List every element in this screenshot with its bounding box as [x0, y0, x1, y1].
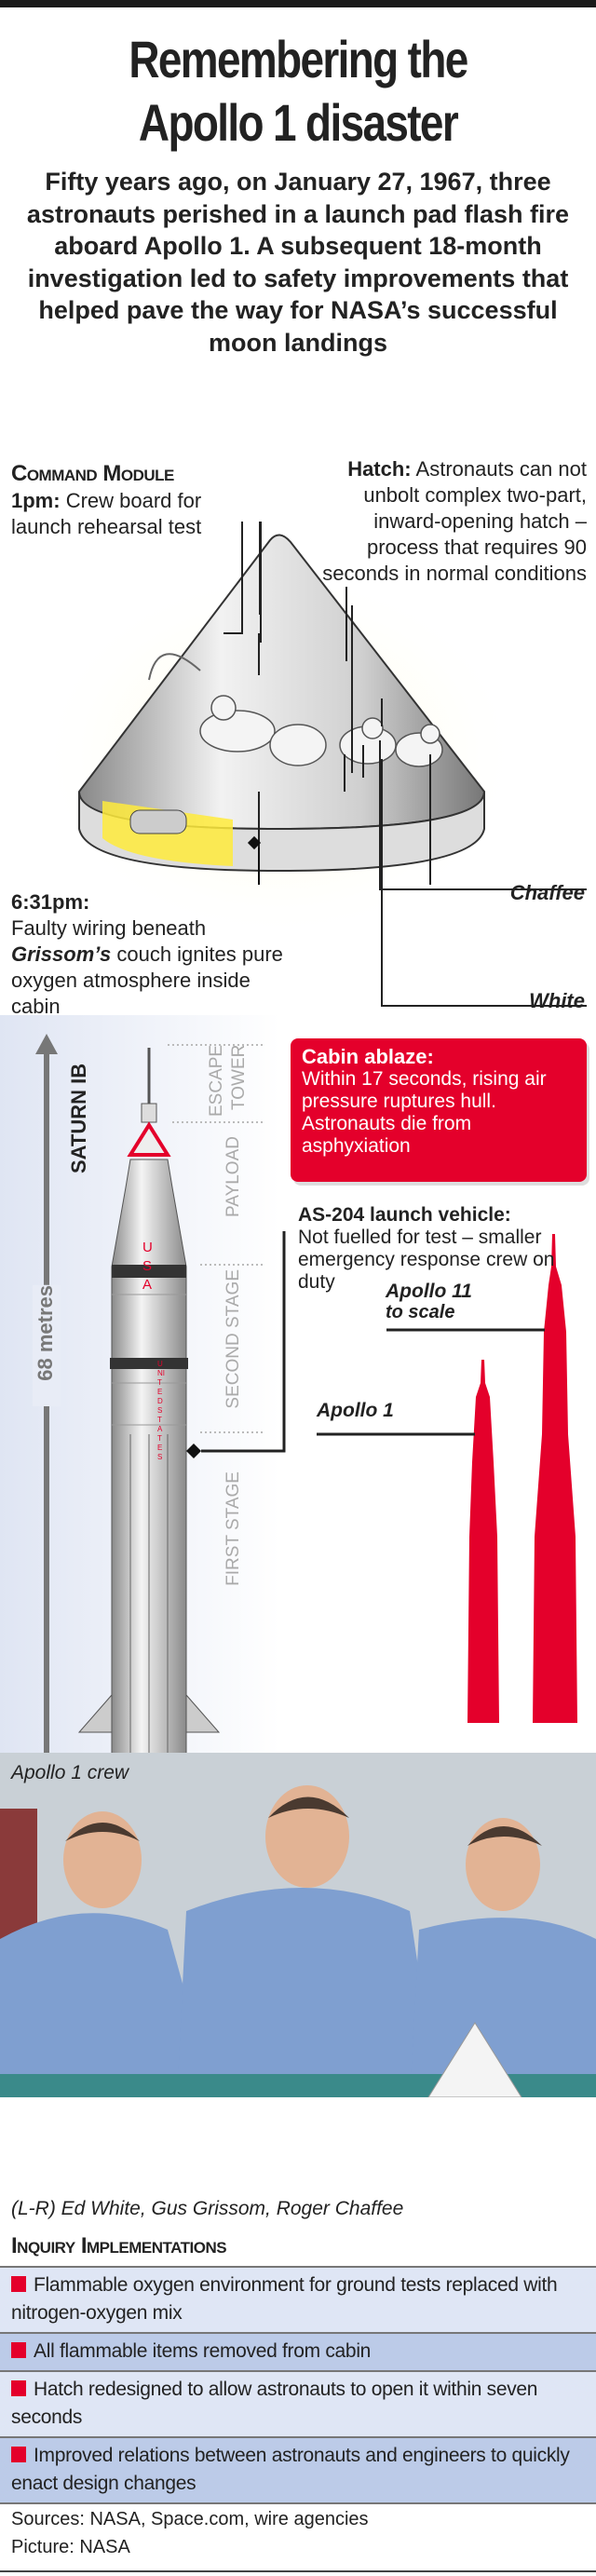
command-module-heading: Command Module	[11, 461, 174, 486]
white-label: White	[529, 989, 585, 1012]
title-line-2: Apollo 1 disaster	[138, 93, 459, 152]
apollo-1-silhouette	[467, 1360, 499, 1723]
apollo-1-label: Apollo 1	[317, 1400, 394, 1421]
usa-marking: USA	[142, 1240, 153, 1293]
list-item: All flammable items removed from cabin	[0, 2332, 596, 2370]
grissom-name: Grissom’s	[11, 942, 112, 966]
note-text: couch ignites pure oxygen atmosphere ins…	[11, 942, 283, 1018]
united-states-marking: UNITED STATES	[157, 1360, 165, 1461]
subtitle: Fifty years ago, on January 27, 1967, th…	[26, 168, 570, 357]
title-line-1: Remembering the	[129, 30, 468, 88]
ablaze-heading: Cabin ablaze:	[302, 1045, 434, 1068]
saturn-ib-illustration	[0, 1015, 577, 1760]
sources-text: Sources: NASA, Space.com, wire agencies	[11, 2509, 369, 2529]
hatch-text: Astronauts can not unbolt complex two-pa…	[322, 457, 587, 585]
time-label: 1pm:	[11, 489, 61, 512]
note-text: Crew board for launch rehearsal test	[11, 489, 202, 538]
photo-label: Apollo 1 crew	[11, 1762, 129, 1783]
note-text: Faulty wiring beneath	[11, 916, 207, 940]
to-scale-note: to scale	[386, 1302, 455, 1322]
ablaze-text: Within 17 seconds, rising air pressure r…	[302, 1068, 547, 1157]
bullet-icon	[11, 2276, 26, 2292]
inquiry-list: Flammable oxygen environment for ground …	[0, 2266, 596, 2504]
bullet-icon	[11, 2447, 26, 2462]
list-item: Hatch redesigned to allow astronauts to …	[0, 2370, 596, 2436]
hatch-label: Hatch:	[347, 457, 412, 481]
item-text: All flammable items removed from cabin	[34, 2340, 372, 2362]
bullet-icon	[11, 2380, 26, 2396]
item-text: Hatch redesigned to allow astronauts to …	[11, 2379, 538, 2428]
apollo-11-name: Apollo 11	[386, 1281, 472, 1302]
divider	[0, 2502, 596, 2504]
item-text: Improved relations between astronauts an…	[11, 2445, 570, 2494]
rocket-height: 68 metres	[34, 1285, 58, 1381]
crew-photo	[0, 1753, 596, 2097]
bottom-rule	[0, 2570, 596, 2572]
section-escape-tower: ESCAPE TOWER	[195, 1045, 251, 1119]
as204-text: Not fuelled for test – smaller emergency…	[298, 1227, 555, 1293]
inquiry-heading: Inquiry Implementations	[11, 2233, 227, 2258]
chaffee-label: Chaffee	[509, 881, 585, 904]
as204-heading: AS-204 launch vehicle:	[298, 1204, 511, 1226]
list-item: Improved relations between astronauts an…	[0, 2436, 596, 2502]
bullet-icon	[11, 2342, 26, 2358]
hatch-note: Hatch: Astronauts can not unbolt complex…	[317, 456, 587, 587]
section-payload: PAYLOAD	[224, 1136, 243, 1217]
as204-note: AS-204 launch vehicle:Not fuelled for te…	[298, 1204, 587, 1294]
six-pm-note: 6:31pm:Faulty wiring beneath Grissom’s c…	[11, 889, 291, 1020]
section-first-stage: FIRST STAGE	[224, 1471, 243, 1586]
one-pm-note: 1pm: Crew board for launch rehearsal tes…	[11, 488, 225, 540]
command-module-illustration	[37, 522, 587, 1007]
picture-credit: Picture: NASA	[11, 2537, 130, 2557]
list-item: Flammable oxygen environment for ground …	[0, 2266, 596, 2332]
apollo-11-silhouette	[533, 1234, 577, 1723]
section-label: ESCAPE TOWER	[207, 1045, 249, 1118]
cabin-ablaze-box: Cabin ablaze:Within 17 seconds, rising a…	[291, 1038, 587, 1182]
time-label: 6:31pm:	[11, 890, 90, 914]
top-rule	[0, 0, 596, 7]
rocket-name: SATURN IB	[67, 1063, 90, 1173]
section-second-stage: SECOND STAGE	[224, 1269, 243, 1409]
photo-caption: (L-R) Ed White, Gus Grissom, Roger Chaff…	[11, 2198, 404, 2219]
item-text: Flammable oxygen environment for ground …	[11, 2274, 558, 2324]
